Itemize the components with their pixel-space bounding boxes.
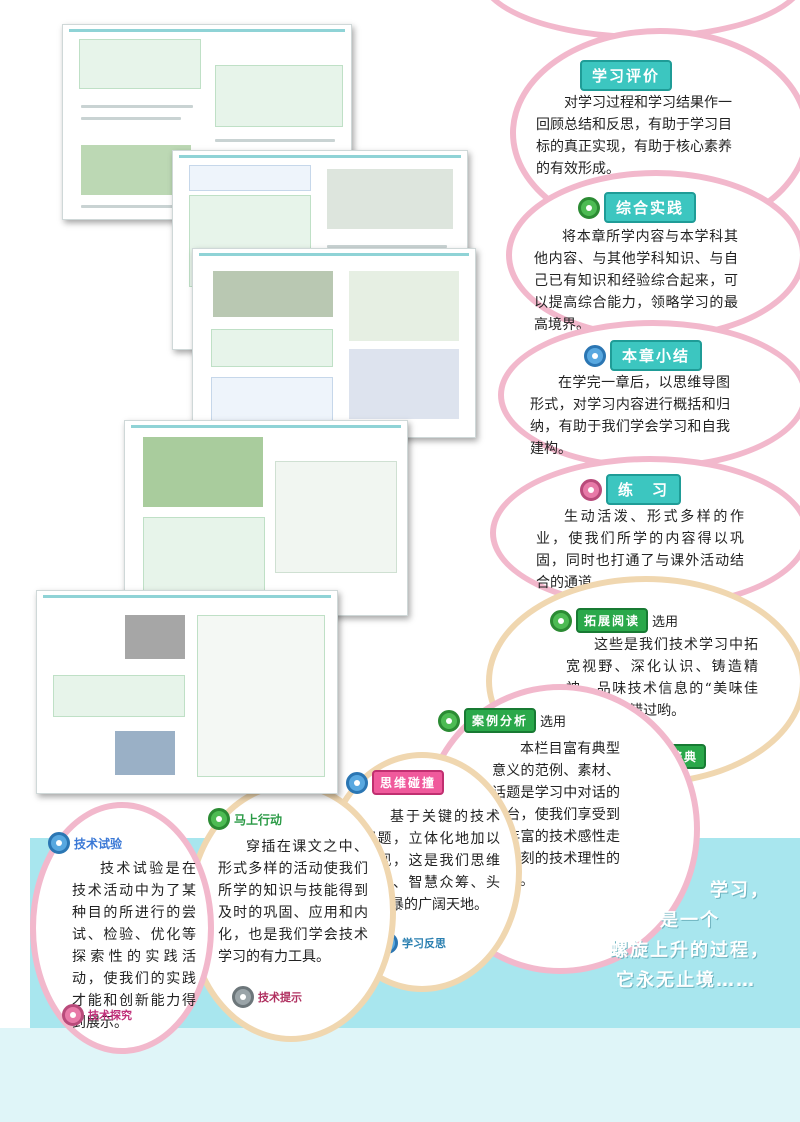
text-jishu-shiyan: 技术试验是在技术活动中为了某种目的所进行的尝试、检验、优化等探索性的实践活动，使… — [72, 861, 196, 1031]
badge-title: 学习评价 — [580, 60, 673, 91]
option-label: 选用 — [652, 615, 679, 630]
badge-siwei-pengzhuang: 思维碰撞 — [346, 770, 445, 795]
gear-icon — [578, 196, 600, 219]
badge-title: 马上行动 — [234, 812, 283, 827]
badge-title: 练 习 — [606, 474, 682, 505]
gear-icon — [208, 808, 230, 830]
slogan-line-4: 它永无止境…… — [616, 970, 756, 991]
gear-icon — [438, 709, 460, 732]
badge-benzhang-xiaojie: 本章小结 — [584, 340, 703, 371]
document-icon — [584, 344, 606, 367]
text-benzhang-xiaojie: 在学完一章后，以思维导图形式，对学习内容进行概括和归纳，有助于我们学会学习和自我… — [530, 375, 730, 457]
slogan-line-3: 螺旋上升的过程， — [610, 940, 770, 961]
option-label: 选用 — [540, 715, 567, 730]
slogan-line-2: 是一个 — [660, 910, 720, 931]
page-thumbnail-4 — [124, 420, 408, 616]
badge-title: 思维碰撞 — [372, 770, 445, 795]
text-xuexi-pingjia: 对学习过程和学习结果作一回顾总结和反思，有助于学习目标的真正实现，有助于核心素养… — [536, 95, 732, 177]
lightning-icon — [346, 771, 368, 794]
label-jishu-tishi: 技术提示 — [258, 991, 302, 1004]
badge-title: 技术试验 — [74, 836, 123, 851]
label-xuexi-fansi: 学习反思 — [402, 937, 446, 950]
flask-icon — [48, 832, 70, 854]
gear-icon — [550, 609, 572, 632]
text-siwei-pengzhuang: 基于关键的技术问题，立体化地加以呈现，这是我们思维互联、智慧众筹、头脑风暴的广阔… — [362, 809, 500, 913]
alien-icon — [232, 986, 254, 1008]
page-thumbnail-3 — [192, 248, 476, 438]
badge-title: 综合实践 — [604, 192, 697, 223]
badge-jishu-shiyan: 技术试验 — [48, 832, 122, 854]
text-mashang-xingdong: 穿插在课文之中、形式多样的活动使我们所学的知识与技能得到及时的巩固、应用和内化，… — [218, 839, 368, 965]
badge-jishu-tishi: 技术提示 — [232, 986, 302, 1008]
badge-lianxi: 练 习 — [580, 474, 682, 505]
text-tuozhan-yuedu: 这些是我们技术学习中拓宽视野、深化认识、铸造精神、品味技术信息的“美味佳肴”，不… — [566, 637, 758, 719]
badge-zonghe-shijian: 综合实践 — [578, 192, 697, 223]
badge-jishu-tanjiu: 技术探究 — [62, 1004, 132, 1026]
badge-title: 案例分析 — [464, 708, 537, 733]
text-anli-fenxi: 本栏目富有典型意义的范例、素材、话题是学习中对话的平台，使我们享受到由丰富的技术… — [492, 741, 620, 889]
magnifier-icon — [62, 1004, 84, 1026]
badge-title: 本章小结 — [610, 340, 703, 371]
page-thumbnail-5 — [36, 590, 338, 794]
badge-xuexi-pingjia: 学习评价 — [580, 60, 673, 91]
slogan-line-1: 学习， — [710, 880, 770, 901]
badge-title: 拓展阅读 — [576, 608, 649, 633]
text-zonghe-shijian: 将本章所学内容与本学科其他内容、与其他学科知识、与自己已有知识和经验综合起来，可… — [534, 229, 738, 333]
badge-mashang-xingdong: 马上行动 — [208, 808, 282, 830]
label-jishu-tanjiu: 技术探究 — [88, 1009, 132, 1022]
badge-tuozhan-yuedu: 拓展阅读 选用 — [550, 608, 678, 633]
badge-anli-fenxi: 案例分析 选用 — [438, 708, 566, 733]
pencil-icon — [580, 478, 602, 501]
text-lianxi: 生动活泼、形式多样的作业，使我们所学的内容得以巩固，同时也打通了与课外活动结合的… — [536, 509, 744, 591]
